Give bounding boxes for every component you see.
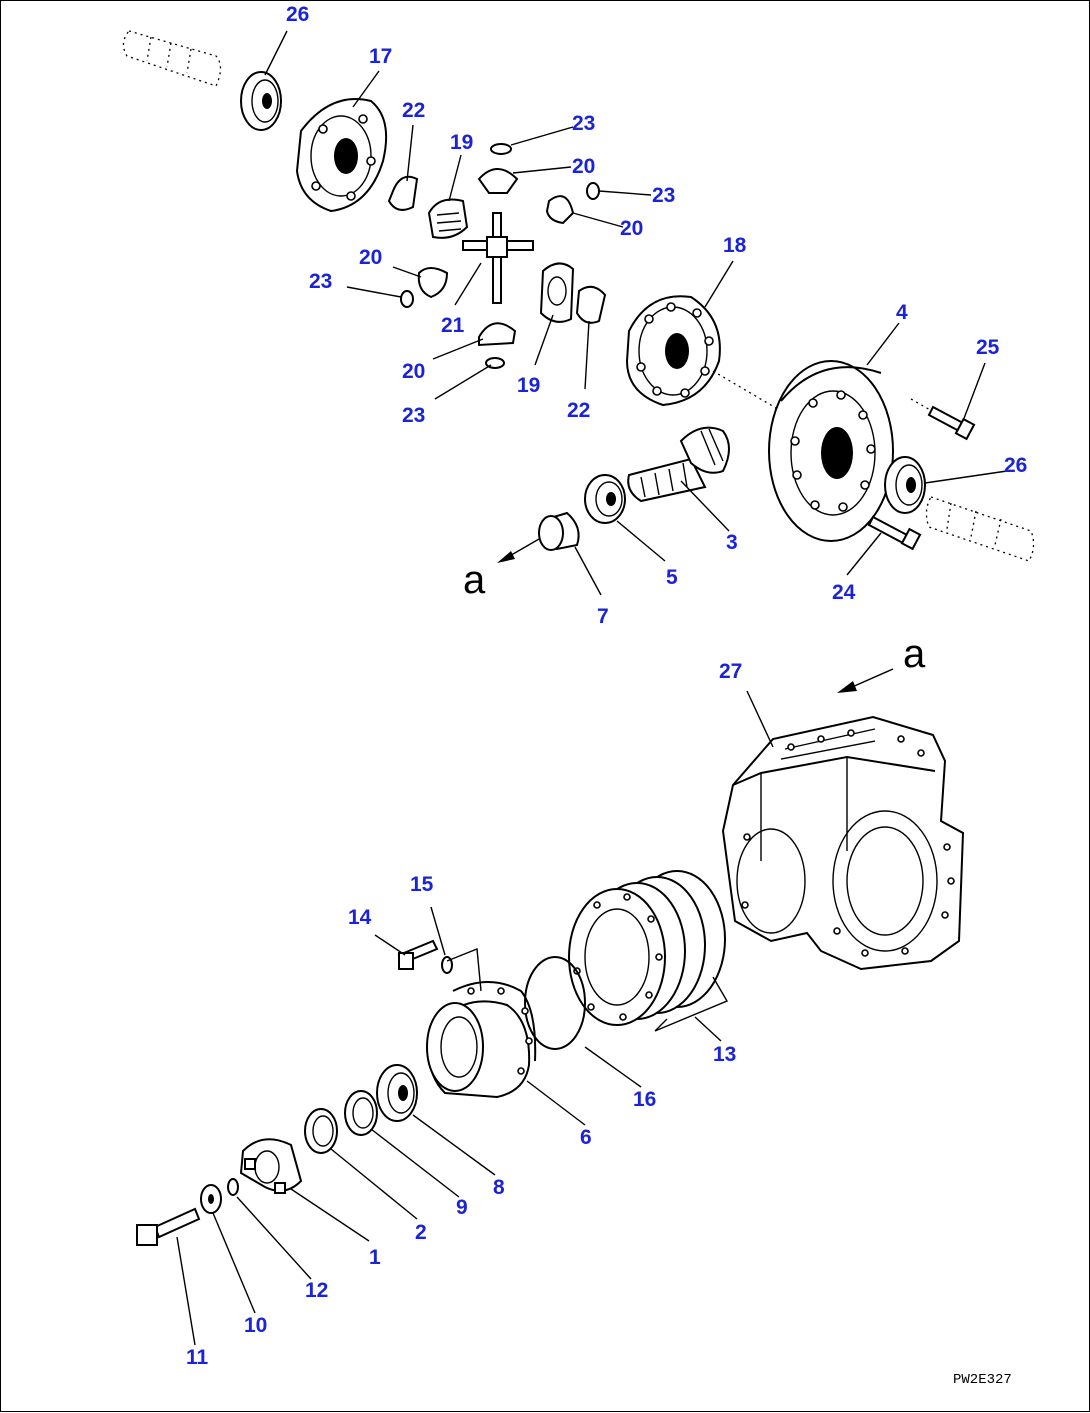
pinion-20-bottom: [478, 322, 517, 347]
drawing-code: PW2E327: [953, 1372, 1012, 1388]
o-ring-12: [227, 1178, 239, 1196]
pinion-20-top: [477, 168, 519, 194]
bearing-26-upper: [240, 71, 282, 131]
pinion-20-left: [417, 267, 449, 299]
callout-10: 10: [244, 1314, 267, 1337]
thrust-washer-22-lower: [575, 285, 607, 324]
alignment-line-upper: [712, 370, 782, 412]
view-arrow-a-lower: a: [837, 632, 926, 693]
callout-20-bottom: 20: [402, 360, 425, 383]
callout-26-upper: 26: [286, 3, 309, 26]
callout-1: 1: [369, 1246, 381, 1269]
callout-24: 24: [832, 581, 856, 604]
callout-6: 6: [580, 1126, 592, 1149]
callout-4: 4: [896, 301, 908, 324]
thrust-washer-22-upper: [387, 175, 419, 211]
callout-20-top: 20: [572, 155, 595, 178]
axle-shaft-left: [122, 30, 222, 87]
view-marker-a-lower: a: [903, 632, 926, 676]
callout-20-left: 20: [359, 246, 382, 269]
shim-bracket: [654, 976, 729, 1032]
dust-seal-2: [304, 1108, 338, 1154]
callout-15: 15: [410, 873, 434, 896]
callout-23-left: 23: [309, 270, 332, 293]
bearing-5: [584, 474, 626, 524]
callout-22-lower: 22: [567, 399, 590, 422]
callout-25: 25: [976, 336, 1000, 359]
washer-23-right: [586, 182, 600, 200]
callout-23-bottom: 23: [402, 404, 425, 427]
collar-7: [538, 511, 580, 551]
shim-pack: [568, 870, 726, 1026]
bolt-11: [136, 1207, 201, 1246]
oil-seal-9: [344, 1090, 378, 1136]
axle-shaft-right: [925, 496, 1035, 562]
callout-21: 21: [441, 314, 465, 337]
bearing-8: [376, 1064, 418, 1122]
pinion-20-right: [545, 195, 575, 225]
callout-5: 5: [666, 566, 678, 589]
bearing-cage: [426, 981, 537, 1099]
o-ring-16: [524, 956, 586, 1050]
callout-22-upper: 22: [402, 99, 425, 122]
callout-14: 14: [348, 906, 372, 929]
coupling-1: [239, 1138, 303, 1194]
spider-cross: [462, 212, 534, 304]
callout-2: 2: [415, 1221, 427, 1244]
bolt-14: [397, 939, 439, 970]
side-gear-19-upper: [427, 198, 469, 239]
washer-10: [200, 1184, 222, 1214]
bearing-26-lower: [884, 456, 926, 514]
bolt-25: [927, 405, 976, 441]
callout-16: 16: [633, 1088, 656, 1111]
callout-27: 27: [719, 660, 742, 683]
callout-11: 11: [186, 1346, 209, 1369]
side-gear-19-lower: [539, 262, 575, 323]
callout-19-upper: 19: [450, 131, 473, 154]
washer-15: [441, 956, 453, 974]
leader-lines: [176, 30, 1008, 1346]
washer-23-left: [400, 290, 414, 308]
callouts: 26 17 22 19 23 20 23 20 20 23 21 20 23 1…: [186, 3, 1027, 1369]
callout-26-lower: 26: [1004, 454, 1027, 477]
differential-case-half: [625, 295, 721, 407]
callout-23-right: 23: [652, 184, 675, 207]
ring-gear: [768, 360, 894, 542]
axle-housing: [721, 715, 965, 971]
callout-9: 9: [456, 1196, 468, 1219]
callout-23-top: 23: [572, 112, 595, 135]
differential-case: [295, 98, 388, 213]
bolt-24: [867, 515, 922, 551]
leader-14-15-bracket: [446, 948, 482, 992]
drive-pinion-shaft: [627, 426, 730, 503]
callout-17: 17: [369, 45, 392, 68]
callout-18: 18: [723, 234, 747, 257]
view-marker-a-upper: a: [463, 558, 486, 602]
callout-19-lower: 19: [517, 374, 540, 397]
callout-20-right: 20: [620, 217, 643, 240]
callout-8: 8: [493, 1176, 505, 1199]
callout-3: 3: [726, 531, 738, 554]
washer-23-top: [490, 143, 512, 155]
callout-12: 12: [305, 1279, 328, 1302]
callout-7: 7: [597, 605, 609, 628]
callout-13: 13: [713, 1043, 736, 1066]
view-arrow-a-upper: a: [463, 538, 540, 602]
